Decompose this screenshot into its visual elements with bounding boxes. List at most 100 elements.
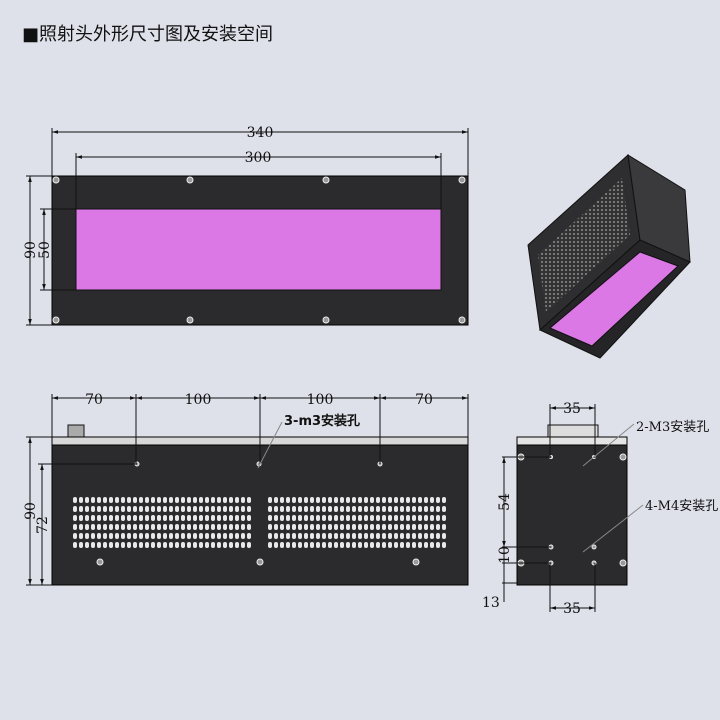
vent-slot bbox=[298, 497, 302, 503]
vent-slot bbox=[292, 533, 296, 539]
vent-slot bbox=[79, 515, 83, 521]
vent-slot bbox=[73, 542, 77, 548]
vent-slot bbox=[181, 533, 185, 539]
vent-slot bbox=[418, 524, 422, 530]
vent-slot bbox=[346, 533, 350, 539]
vent-slot bbox=[424, 533, 428, 539]
vent-slot bbox=[91, 542, 95, 548]
vent-slot bbox=[199, 533, 203, 539]
vent-slot bbox=[175, 542, 179, 548]
vent-slot bbox=[340, 533, 344, 539]
vent-slot bbox=[205, 497, 209, 503]
vent-slot bbox=[223, 524, 227, 530]
vent-slot bbox=[121, 497, 125, 503]
dim-seg2: 100 bbox=[185, 392, 212, 408]
vent-slot bbox=[352, 524, 356, 530]
vent-slot bbox=[412, 533, 416, 539]
vent-slot bbox=[181, 542, 185, 548]
vent-slot bbox=[235, 542, 239, 548]
vent-slot bbox=[334, 542, 338, 548]
vent-slot bbox=[364, 497, 368, 503]
vent-slot bbox=[424, 506, 428, 512]
vent-slot bbox=[382, 524, 386, 530]
vent-slot bbox=[235, 515, 239, 521]
vent-slot bbox=[316, 533, 320, 539]
vent-slot bbox=[376, 506, 380, 512]
vent-slot bbox=[382, 542, 386, 548]
vent-slot bbox=[157, 497, 161, 503]
vent-slot bbox=[121, 515, 125, 521]
vent-slot bbox=[310, 524, 314, 530]
vent-slot bbox=[145, 533, 149, 539]
dim-width: 340 bbox=[247, 125, 274, 141]
vent-slot bbox=[151, 497, 155, 503]
vent-slot bbox=[169, 515, 173, 521]
vent-slot bbox=[157, 524, 161, 530]
vent-slot bbox=[442, 524, 446, 530]
vent-slot bbox=[181, 524, 185, 530]
vent-slot bbox=[199, 524, 203, 530]
vent-slot bbox=[382, 497, 386, 503]
vent-slot bbox=[334, 506, 338, 512]
vent-slot bbox=[175, 506, 179, 512]
vent-slot bbox=[418, 506, 422, 512]
vent-slot bbox=[430, 533, 434, 539]
vent-slot bbox=[223, 506, 227, 512]
vent-slot bbox=[340, 497, 344, 503]
vent-slot bbox=[73, 533, 77, 539]
vent-slot bbox=[298, 524, 302, 530]
vent-slot bbox=[121, 524, 125, 530]
vent-slot bbox=[274, 506, 278, 512]
vent-slot bbox=[187, 542, 191, 548]
vent-slot bbox=[97, 542, 101, 548]
vent-slot bbox=[229, 515, 233, 521]
vent-slot bbox=[304, 506, 308, 512]
vent-slot bbox=[217, 515, 221, 521]
vent-slot bbox=[217, 497, 221, 503]
vent-slot bbox=[79, 497, 83, 503]
vent-slot bbox=[241, 542, 245, 548]
vent-slot bbox=[241, 506, 245, 512]
vent-slot bbox=[442, 506, 446, 512]
vent-slot bbox=[103, 497, 107, 503]
vent-slot bbox=[316, 524, 320, 530]
vent-slot bbox=[85, 542, 89, 548]
vent-slot bbox=[436, 542, 440, 548]
front-view: 70 100 100 70 90 72 3-m3安装孔 bbox=[23, 392, 469, 586]
vent-slot bbox=[193, 542, 197, 548]
vent-slot bbox=[400, 497, 404, 503]
vent-slot bbox=[223, 515, 227, 521]
vent-slot bbox=[133, 497, 137, 503]
vent-slot bbox=[151, 542, 155, 548]
vent-slot bbox=[382, 515, 386, 521]
vent-slot bbox=[364, 506, 368, 512]
vent-slot bbox=[109, 542, 113, 548]
vent-slot bbox=[370, 506, 374, 512]
vent-slot bbox=[145, 542, 149, 548]
vent-slot bbox=[358, 542, 362, 548]
dim-front-height: 90 bbox=[23, 502, 39, 520]
vent-slot bbox=[322, 542, 326, 548]
vent-slot bbox=[151, 515, 155, 521]
vent-slot bbox=[274, 542, 278, 548]
vent-slot bbox=[85, 506, 89, 512]
vent-slot bbox=[205, 533, 209, 539]
vent-slot bbox=[280, 506, 284, 512]
vent-slot bbox=[286, 497, 290, 503]
vent-slot bbox=[235, 533, 239, 539]
vent-slot bbox=[310, 533, 314, 539]
vent-slot bbox=[247, 524, 251, 530]
vent-slot bbox=[163, 533, 167, 539]
vent-slot bbox=[211, 506, 215, 512]
vent-slot bbox=[292, 497, 296, 503]
vent-slot bbox=[163, 515, 167, 521]
vent-slot bbox=[103, 533, 107, 539]
vent-slot bbox=[211, 515, 215, 521]
vent-slot bbox=[133, 533, 137, 539]
vent-slot bbox=[175, 533, 179, 539]
vent-slot bbox=[175, 524, 179, 530]
vent-slot bbox=[400, 533, 404, 539]
vent-slot bbox=[388, 506, 392, 512]
vent-slot bbox=[436, 515, 440, 521]
vent-slot bbox=[376, 524, 380, 530]
